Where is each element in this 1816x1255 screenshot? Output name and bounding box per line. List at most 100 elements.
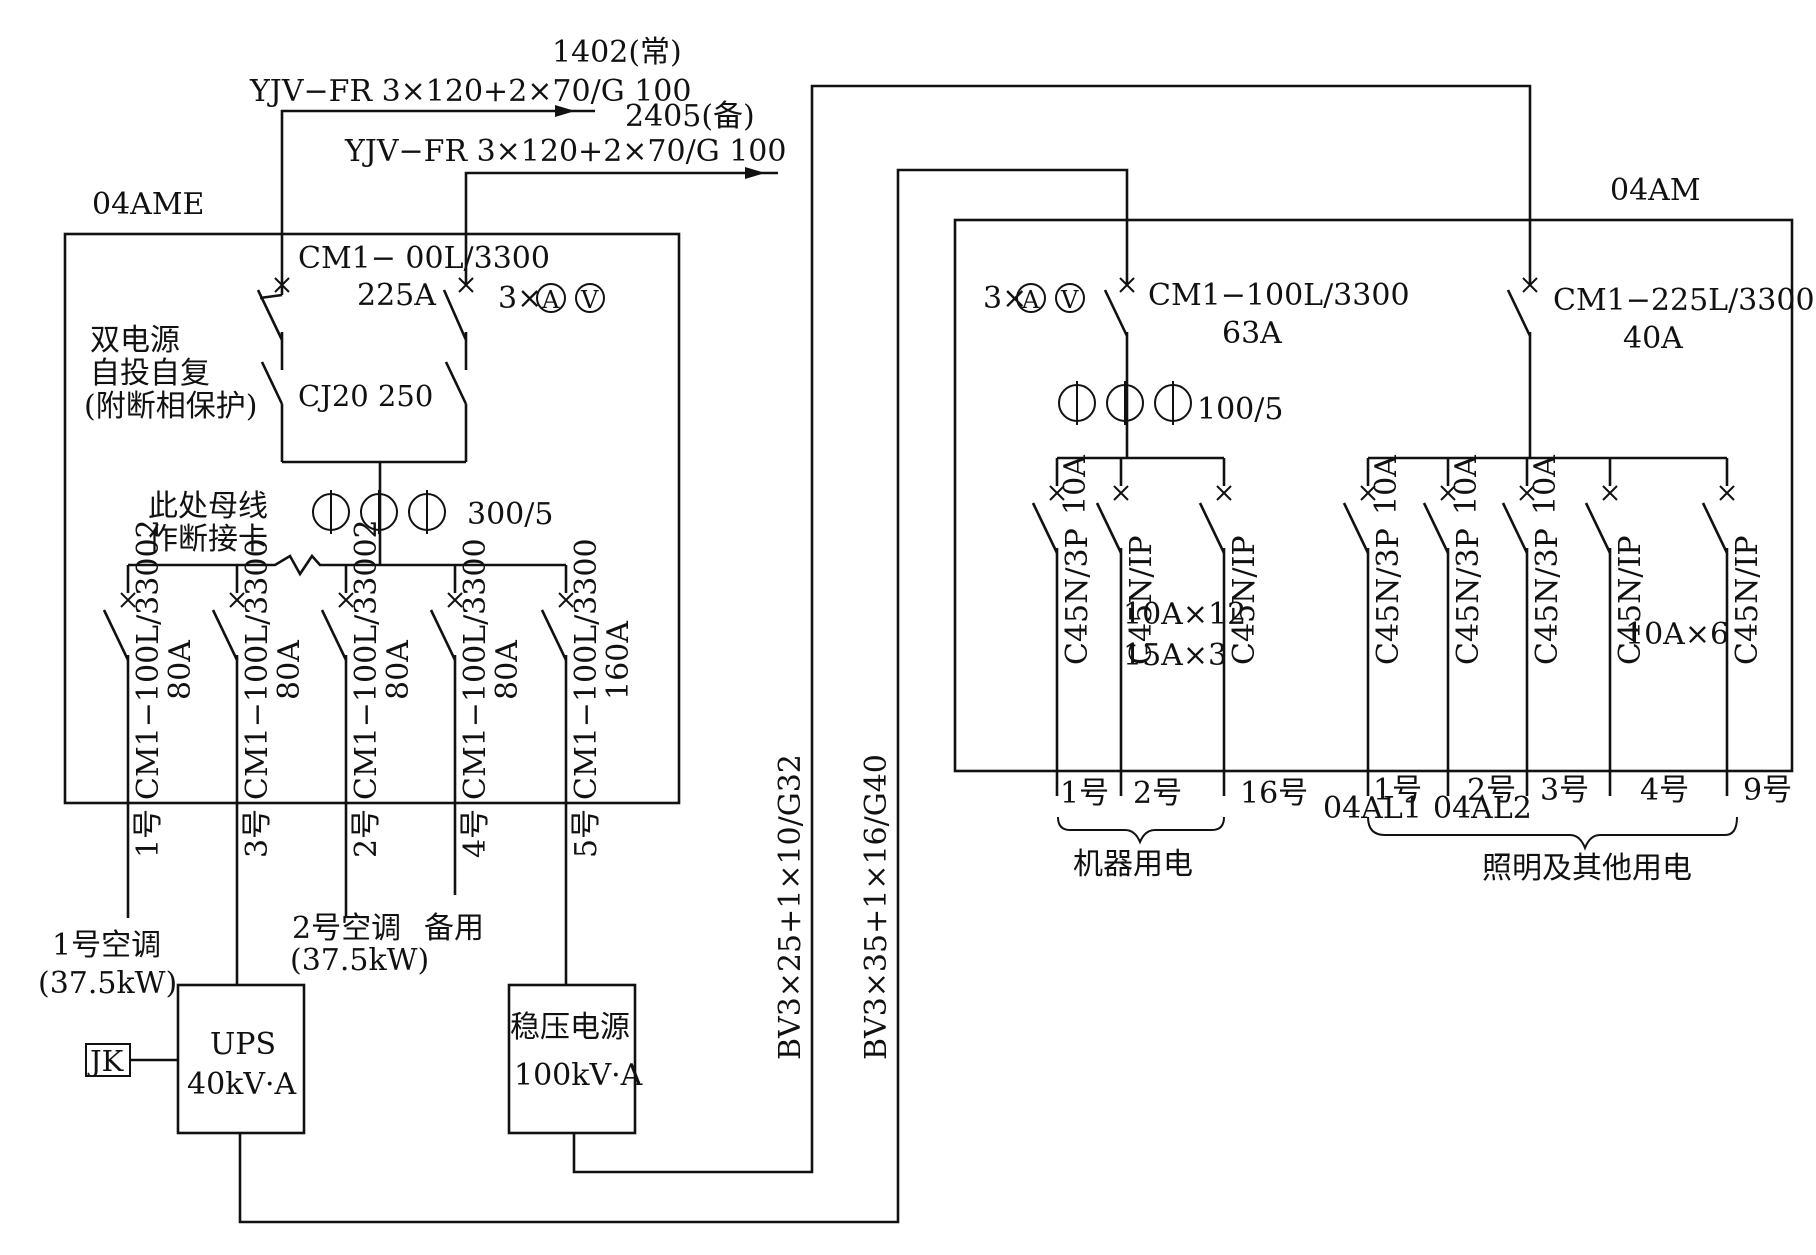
normal-feeder-line xyxy=(280,109,595,285)
am-voltmeter-icon: V xyxy=(1055,283,1085,314)
machine-note-line2: 15A×3 xyxy=(1123,638,1227,673)
ame-branch-breaker-model-5: CM1−100L/3300 xyxy=(569,538,604,800)
am-lighting-model-3: C45N/3P xyxy=(1530,528,1565,665)
right-cable-spec: BV3×35+1×16/G40 xyxy=(859,754,894,1060)
am-lighting-model-2: C45N/3P xyxy=(1451,528,1486,665)
am-machine-breaker-1 xyxy=(1031,458,1065,796)
am-lighting-model-5: C45N/IP xyxy=(1730,535,1765,665)
normal-feeder-cable: YJV−FR 3×120+2×70/G 100 xyxy=(249,74,691,109)
standby-feeder-line xyxy=(464,171,778,285)
svg-text:V: V xyxy=(580,286,599,314)
lighting-note: 10A×6 xyxy=(1625,617,1729,652)
am-machine-breaker-2 xyxy=(1095,458,1129,796)
am-ammeter-icon: A xyxy=(1016,283,1046,314)
ame-branch-breaker-3 xyxy=(320,565,354,918)
ame-contactor-left xyxy=(260,350,284,462)
normal-feeder-arrow xyxy=(555,105,575,117)
standby-feeder-arrow xyxy=(745,167,765,179)
regulator-output-cable xyxy=(572,84,1532,1174)
ats-note-line2: 自投自复 xyxy=(90,356,210,391)
am-meter-count: 3× xyxy=(983,281,1027,316)
ame-ammeter-icon: A xyxy=(536,283,566,314)
am-lighting-number-4: 4号 xyxy=(1640,773,1689,808)
ame-branch-number-2: 3号 xyxy=(240,809,275,858)
ame-branch-number-3: 2号 xyxy=(349,809,384,858)
am-lighting-number-2: 2号 xyxy=(1467,773,1516,808)
am-lighting-number-3: 3号 xyxy=(1540,773,1589,808)
ame-current-transformers xyxy=(312,490,446,534)
am-lighting-model-4: C45N/IP xyxy=(1613,535,1648,665)
ups-label: UPS xyxy=(210,1027,276,1062)
am-lighting-number-1: 1号 xyxy=(1373,773,1422,808)
ac2-label: 2号空调 xyxy=(292,911,401,946)
ame-busbar xyxy=(128,553,566,577)
ame-branch-number-4: 4号 xyxy=(458,809,493,858)
ac1-label: 1号空调 xyxy=(52,928,161,963)
ame-incoming-breaker-model: CM1− 00L/3300 xyxy=(298,241,550,276)
ame-branch-breaker-model-4: CM1−100L/3300 xyxy=(458,538,493,800)
panel-04am: 04AM 3× A V CM1−100L/3300 63A CM1−225L/3… xyxy=(953,173,1815,886)
lighting-group-label: 照明及其他用电 xyxy=(1482,851,1692,886)
ups-rating: 40kV·A xyxy=(187,1067,297,1102)
ame-loads: 1号空调 (37.5kW) 2号空调 (37.5kW) 备用 UPS 40kV·… xyxy=(38,84,1532,1224)
ame-ct-ratio: 300/5 xyxy=(467,497,553,532)
svg-text:A: A xyxy=(541,286,560,314)
am-machine-model-3: C45N/IP xyxy=(1227,535,1262,665)
standby-feeder-cable: YJV−FR 3×120+2×70/G 100 xyxy=(344,134,786,169)
ame-incoming-breaker-rating: 225A xyxy=(357,278,436,313)
am-ct-ratio: 100/5 xyxy=(1197,392,1283,427)
machine-note-line1: 10A×12 xyxy=(1123,597,1246,632)
am-lighting-number-5: 9号 xyxy=(1743,773,1792,808)
ame-branch-breaker-5 xyxy=(540,565,574,985)
ame-branch-breaker-4 xyxy=(429,565,463,895)
ame-voltmeter-icon: V xyxy=(575,283,605,314)
standby-feeder-id: 2405(备) xyxy=(625,99,755,134)
spare-label: 备用 xyxy=(424,911,484,946)
panel-04ame: 04AME CM1− 00L/3300 225A 3× A V 双电源 自投自复… xyxy=(63,187,681,985)
am-left-breaker-model: CM1−100L/3300 xyxy=(1148,278,1410,313)
am-machine-model-1: C45N/3P xyxy=(1060,528,1095,665)
regulator-rating: 100kV·A xyxy=(514,1058,643,1093)
am-lighting-breaker-1 xyxy=(1342,458,1376,796)
busbar-note-line2: 作断接卡 xyxy=(148,522,268,557)
am-current-transformers xyxy=(1058,381,1192,425)
normal-feeder-id: 1402(常) xyxy=(552,35,682,70)
am-machine-number-1: 1号 xyxy=(1060,776,1109,811)
ame-branch-breaker-model-2: CM1−100L/3300 xyxy=(240,538,275,800)
ame-incoming-breaker-right xyxy=(442,277,474,350)
am-machine-number-3: 16号 xyxy=(1240,776,1308,811)
am-machine-rating-1: 10A xyxy=(1058,455,1093,515)
ame-branch-rating-4: 80A xyxy=(490,640,525,700)
am-lighting-breaker-3 xyxy=(1501,458,1535,796)
ame-contactor-right xyxy=(444,350,468,462)
ame-branch-breaker-1 xyxy=(102,565,136,918)
ame-branch-breaker-model-1: CM1−100L/33002 xyxy=(131,519,166,800)
ame-branch-breaker-2 xyxy=(211,565,245,985)
am-lighting-branch-group: 10AC45N/3P1号10AC45N/3P2号10AC45N/3P3号C45N… xyxy=(1342,455,1792,808)
am-right-breaker-model: CM1−225L/3300 xyxy=(1553,283,1815,318)
ame-branch-rating-5: 160A xyxy=(601,621,636,700)
left-cable-spec: BV3×25+1×10/G32 xyxy=(773,754,808,1060)
am-lighting-rating-1: 10A xyxy=(1369,455,1404,515)
ac2-power: (37.5kW) xyxy=(290,943,429,978)
al2-label: 04AL2 xyxy=(1433,791,1532,826)
ac1-power: (37.5kW) xyxy=(38,966,177,1001)
ups-output-cable xyxy=(238,168,1129,1224)
ame-branch-number-1: 1号 xyxy=(131,809,166,858)
panel-ame-frame xyxy=(63,232,681,805)
am-left-breaker-rating: 63A xyxy=(1222,316,1282,351)
am-machine-number-2: 2号 xyxy=(1133,776,1182,811)
ame-contactor-label: CJ20 250 xyxy=(298,379,433,413)
ame-branch-rating-3: 80A xyxy=(381,640,416,700)
ame-meter-count: 3× xyxy=(498,281,542,316)
ats-note-line3: (附断相保护) xyxy=(84,389,257,424)
ame-branch-group: CM1−100L/3300280A1号CM1−100L/330080A3号CM1… xyxy=(102,519,636,985)
am-lighting-breaker-4 xyxy=(1584,458,1618,796)
am-left-main-breaker xyxy=(1103,277,1135,458)
am-lighting-rating-3: 10A xyxy=(1528,455,1563,515)
lighting-brace xyxy=(1367,816,1738,851)
panel-am-frame xyxy=(953,218,1794,773)
busbar-note-line1: 此处母线 xyxy=(148,489,268,524)
